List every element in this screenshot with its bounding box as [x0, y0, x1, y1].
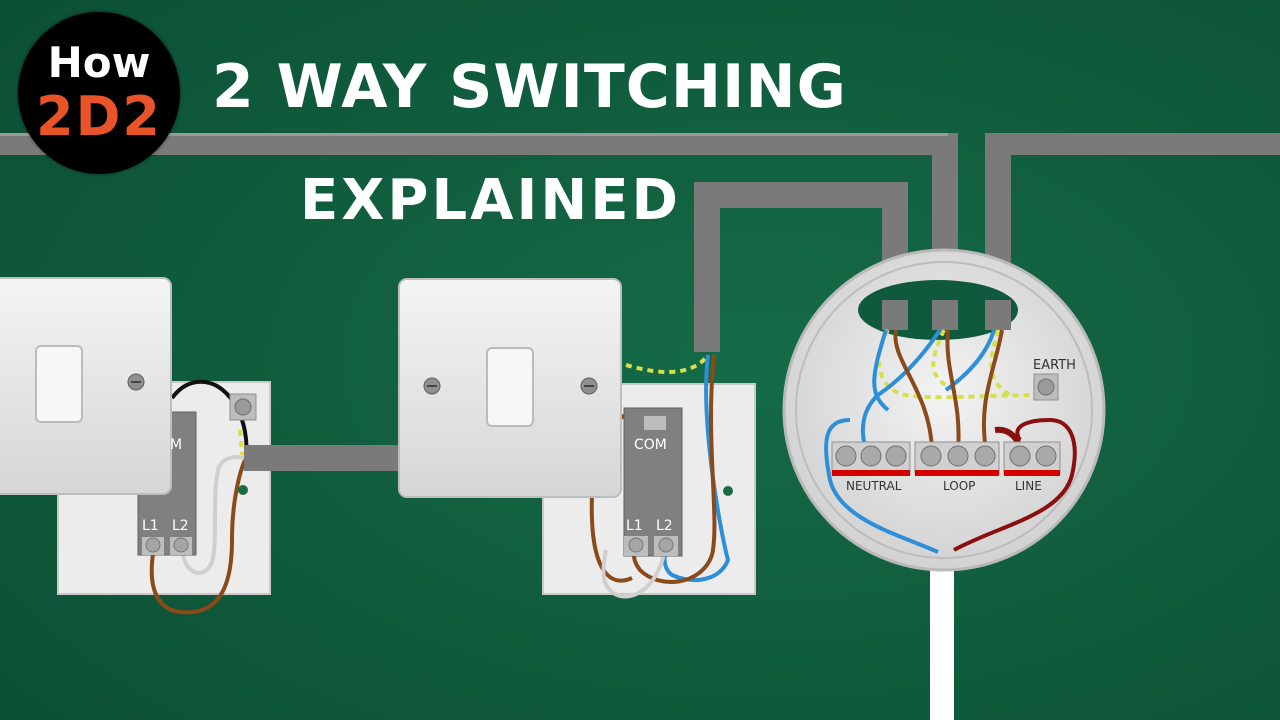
wire-earth-right [625, 353, 710, 374]
earth-label: EARTH [1033, 358, 1076, 373]
pendant-flex [930, 548, 954, 720]
rose-brown-a [893, 329, 934, 451]
main-title: 2 WAY SWITCHING [212, 52, 847, 122]
bar-loop [915, 470, 999, 476]
terminal-com-right-label: COM [634, 437, 667, 453]
bar-neutral [832, 470, 910, 476]
terminal-com-left-label: M [170, 437, 182, 453]
wire-grey-left [181, 455, 247, 575]
wire-brown-left [149, 457, 248, 615]
line-label: LINE [1015, 479, 1042, 493]
terminal-l1-left-label: L1 [142, 518, 159, 534]
face-plate-left [0, 277, 172, 495]
rose-earth-a [877, 328, 1041, 400]
wire-blue-right [662, 354, 731, 582]
switch-left: M L1 L2 [0, 277, 404, 615]
loop-label: LOOP [943, 479, 975, 493]
switch-mechanism-right [623, 407, 683, 557]
logo-text-top: How [47, 38, 151, 87]
terminal-l2-right-label: L2 [656, 518, 673, 534]
neutral-label: NEUTRAL [846, 479, 902, 493]
rose-brown-b [945, 329, 961, 451]
rose-base [782, 248, 1106, 572]
wire-black-left [170, 379, 249, 459]
wire-grey-right [601, 547, 667, 599]
rocker-left [35, 345, 83, 423]
subtitle: EXPLAINED [300, 168, 681, 233]
rose-blue-neutral [824, 418, 939, 554]
rose-blue-a [860, 328, 942, 451]
wire-brown-right-a [631, 354, 717, 584]
switch-right: COM L1 L2 [398, 278, 756, 599]
rose-red-line [953, 417, 1077, 552]
how2d2-logo: How 2D2 [18, 12, 180, 174]
terminal-l1-right-label: L1 [626, 518, 643, 534]
terminal-l2-left-label: L2 [172, 518, 189, 534]
bar-line [1004, 470, 1060, 476]
wire-earth-left [238, 429, 244, 456]
rocker-right [486, 347, 534, 427]
ceiling-rose: EARTH NEUTRAL LOOP LINE [782, 248, 1106, 720]
rose-brown-c [981, 329, 1004, 451]
logo-text-bottom: 2D2 [36, 85, 162, 148]
link-conduit [244, 445, 404, 471]
